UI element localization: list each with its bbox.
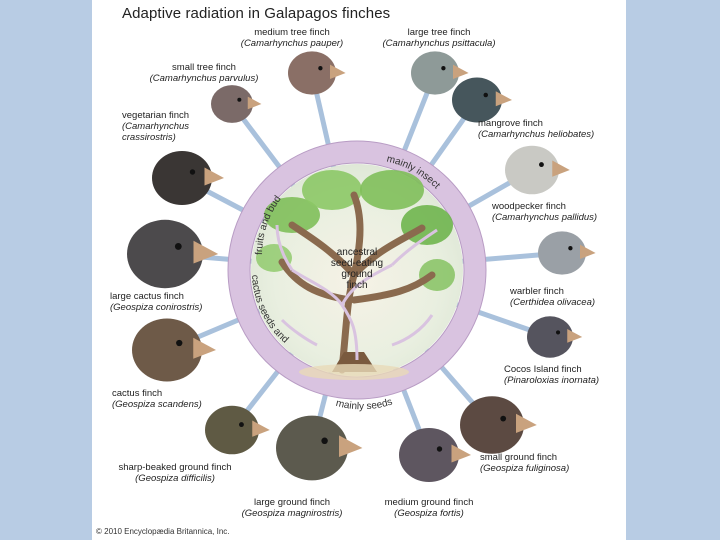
finch-head [460, 396, 537, 454]
finch-eye [500, 415, 507, 422]
lineage-lines [275, 224, 438, 361]
finch-eye [436, 446, 443, 452]
finch-beak [193, 240, 219, 264]
finch-eye [568, 246, 573, 251]
finch-head [399, 428, 471, 482]
finch-head-shape [460, 396, 524, 454]
finch-head-shape [276, 415, 348, 481]
finch-radiation-diagram: mainly insects mainly seeds fruits and b… [92, 0, 596, 482]
finch-beak [580, 244, 596, 259]
finch-head-shape [132, 318, 202, 382]
finch-label: large cactus finch (Geospiza conirostris… [110, 291, 203, 313]
finch-eye [239, 422, 244, 428]
finch-label: warbler finch (Certhidea olivacea) [510, 286, 596, 308]
finch-eye [483, 92, 488, 98]
finch-head-shape [399, 428, 459, 482]
finch-label: small ground finch (Geospiza fuliginosa) [480, 452, 570, 474]
finch-head [505, 145, 570, 195]
finch-eye [321, 437, 328, 445]
finch-beak [252, 420, 270, 437]
finch-head [411, 51, 469, 95]
finch-head-shape [211, 85, 253, 123]
finch-head-shape [205, 405, 259, 455]
finch-eye [441, 66, 446, 71]
finch-eye [174, 242, 182, 250]
finch-beak [451, 444, 471, 463]
finch-head-shape [288, 51, 336, 95]
finch-heads [127, 51, 596, 482]
finch-head-shape [538, 231, 586, 275]
ancestral-tree [256, 170, 455, 380]
copyright-notice: © 2010 Encyclopædia Britannica, Inc. [96, 527, 230, 536]
finch-head [538, 231, 596, 275]
finch-beak [204, 167, 224, 186]
finch-label: small tree finch (Camarhynchus parvulus) [149, 62, 259, 84]
finch-beak [567, 328, 583, 343]
finch-head [127, 219, 219, 289]
finch-eye [237, 97, 242, 102]
finch-beak [495, 91, 512, 107]
finch-beak [330, 64, 346, 79]
finch-beak [339, 435, 363, 457]
finch-label: large ground finch (Geospiza magnirostri… [241, 497, 343, 519]
finch-head-shape [411, 51, 459, 95]
finch-beak [552, 160, 570, 177]
finch-label: vegetarian finch (Camarhynchus crassiros… [122, 110, 190, 143]
finch-label: Cocos Island finch (Pinaroloxias inornat… [504, 364, 600, 386]
finch-label: medium ground finch (Geospiza fortis) [384, 497, 474, 519]
finch-head [152, 151, 224, 205]
finch-head [211, 85, 262, 123]
finch-eye [176, 339, 183, 347]
finch-beak [453, 64, 469, 79]
finch-head [276, 415, 363, 481]
finch-label: cactus finch (Geospiza scandens) [112, 388, 202, 410]
finch-label: mangrove finch (Camarhynchus heliobates) [478, 118, 595, 140]
finch-head [452, 77, 512, 123]
finch-beak [247, 96, 262, 110]
finch-label: medium tree finch (Camarhynchus pauper) [240, 27, 344, 49]
finch-head [205, 405, 270, 455]
finch-eye [555, 330, 561, 335]
finch-head-shape [152, 151, 212, 205]
finch-head-shape [527, 316, 573, 358]
finch-label: large tree finch (Camarhynchus psittacul… [382, 27, 496, 49]
finch-head [132, 318, 216, 382]
finch-beak [516, 413, 537, 433]
finch-head-shape [505, 145, 559, 195]
finch-head-shape [452, 77, 502, 123]
finch-eye [539, 162, 544, 168]
finch-eye [189, 169, 196, 175]
finch-head [527, 316, 583, 358]
center-label: ancestral seed-eating ground finch [330, 247, 384, 291]
finch-label: sharp-beaked ground finch (Geospiza diff… [118, 462, 232, 484]
ring-label-seeds: mainly seeds [335, 396, 394, 412]
figure-panel: mainly insects mainly seeds fruits and b… [92, 0, 626, 540]
figure-title: Adaptive radiation in Galapagos finches [122, 5, 391, 22]
finch-label: woodpecker finch (Camarhynchus pallidus) [492, 201, 598, 223]
finch-head-shape [127, 219, 203, 289]
finch-eye [318, 66, 323, 71]
finch-beak [193, 337, 216, 359]
finch-head [288, 51, 346, 95]
